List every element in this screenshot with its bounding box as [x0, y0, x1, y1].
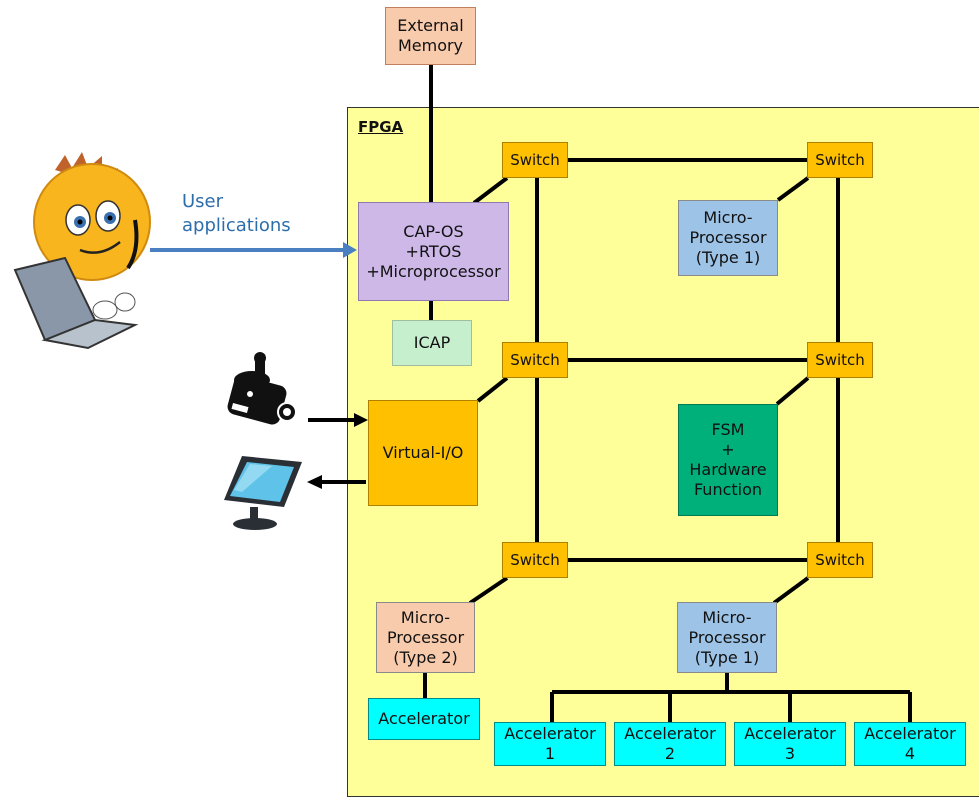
- user-laptop-icon: [13, 152, 151, 350]
- switch-bottom-right: Switch: [807, 542, 873, 578]
- cap-os-box: CAP-OS +RTOS +Microprocessor: [358, 202, 509, 301]
- virtual-io-box: Virtual-I/O: [368, 400, 478, 506]
- switch-bottom-left: Switch: [502, 542, 568, 578]
- accelerator-1: Accelerator 1: [494, 722, 606, 766]
- microprocessor-type2: Micro- Processor (Type 2): [376, 602, 475, 673]
- fsm-hardware-function-box: FSM + Hardware Function: [678, 404, 778, 516]
- switch-middle-right: Switch: [807, 342, 873, 378]
- accelerator-4: Accelerator 4: [854, 722, 966, 766]
- accelerator-3: Accelerator 3: [734, 722, 846, 766]
- user-applications-label: User applications: [182, 191, 291, 237]
- switch-top-left: Switch: [502, 142, 568, 178]
- external-memory-box: External Memory: [385, 7, 476, 65]
- switch-top-right: Switch: [807, 142, 873, 178]
- microprocessor-type1-bottom: Micro- Processor (Type 1): [677, 602, 777, 673]
- accelerator-single: Accelerator: [368, 698, 480, 740]
- fpga-label: FPGA: [358, 118, 404, 136]
- microprocessor-type1-top: Micro- Processor (Type 1): [678, 200, 778, 276]
- monitor-icon: [224, 456, 302, 530]
- accelerator-2: Accelerator 2: [614, 722, 726, 766]
- camera-icon: [227, 352, 297, 425]
- icap-box: ICAP: [392, 320, 472, 366]
- switch-middle-left: Switch: [502, 342, 568, 378]
